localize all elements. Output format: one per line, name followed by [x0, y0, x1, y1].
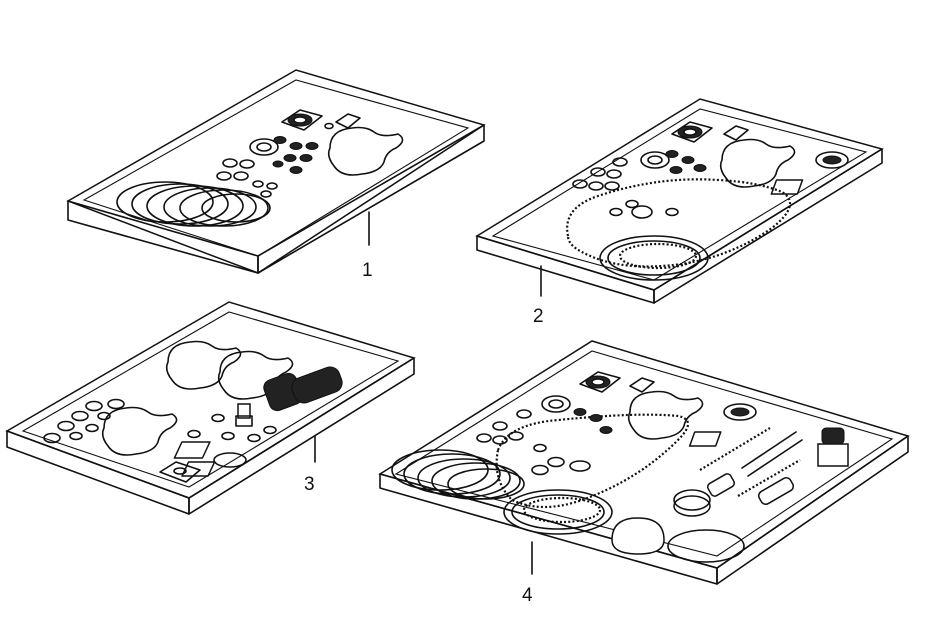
washer-set-3 — [43, 398, 277, 444]
gasket-tray-3: 3 — [5, 301, 416, 515]
flange-seals-3 — [159, 441, 247, 483]
diamond-gasket-2 — [723, 125, 749, 141]
cover-gasket-3c — [101, 406, 178, 456]
washer-set-2 — [572, 150, 707, 219]
callout-2: 2 — [533, 306, 544, 327]
flange-gasket-4 — [579, 371, 621, 393]
cover-gasket-2 — [719, 138, 796, 188]
large-o-ring — [599, 235, 709, 281]
filter-cap-4 — [673, 489, 711, 517]
square-seal — [770, 179, 804, 195]
callout-4: 4 — [522, 585, 533, 606]
gasket-tray-1: 1 — [66, 69, 486, 281]
dome-cover — [611, 517, 665, 555]
washer-set-4 — [476, 395, 613, 476]
seal-cap — [815, 151, 849, 169]
flange-gasket — [281, 109, 323, 131]
ring-gasket-stack — [116, 181, 271, 227]
callout-1: 1 — [362, 260, 373, 281]
strainer-and-pins — [699, 427, 803, 505]
washer-set — [216, 122, 334, 198]
cover-gasket-3a — [165, 340, 242, 390]
ring-gasket-stack-4 — [391, 449, 525, 500]
o-ring — [249, 138, 279, 156]
cover-gasket — [327, 126, 404, 176]
seal-parts-4 — [688, 403, 757, 447]
diamond-gasket — [335, 113, 361, 129]
drain-plug — [817, 427, 849, 467]
sump-gasket-4 — [495, 413, 690, 509]
gasket-tray-4: 4 — [378, 340, 910, 606]
diamond-gasket-4 — [629, 377, 655, 393]
oil-filter-elements — [263, 366, 343, 412]
large-o-ring-4 — [503, 489, 613, 535]
o-ring-4 — [667, 529, 745, 563]
flange-gasket-2 — [671, 121, 713, 143]
plug-fitting — [235, 403, 253, 427]
gasket-tray-2: 2 — [475, 98, 884, 327]
sump-gasket — [566, 178, 792, 268]
cover-gasket-3b — [217, 350, 294, 400]
callout-3: 3 — [304, 474, 315, 495]
cover-gasket-4 — [627, 390, 704, 440]
